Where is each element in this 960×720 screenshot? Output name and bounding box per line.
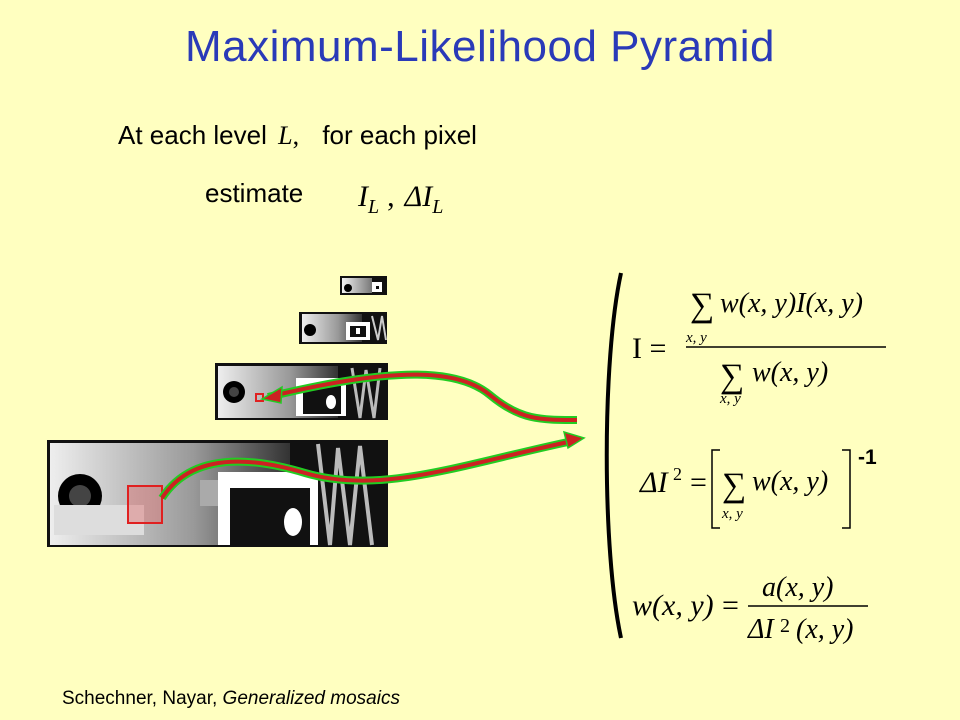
level-variable: L: [278, 121, 293, 150]
arrow-to-level-1: [259, 370, 578, 424]
equation-weight: w(x, y) = a(x, y) ΔI 2 (x, y): [632, 572, 868, 645]
level-suffix: for each pixel: [322, 120, 477, 150]
eq2-sum: ∑: [722, 467, 746, 504]
level-comma: ,: [292, 121, 300, 150]
var-uncertainty: ΔI: [404, 180, 433, 213]
eq3-numerator: a(x, y): [762, 572, 834, 603]
eq1-sum-top: ∑: [690, 287, 714, 324]
eq3-denominator-exp: 2: [780, 615, 790, 637]
eq2-lhs-exp: 2: [673, 464, 682, 484]
eq2-exponent: -1: [858, 446, 877, 469]
level-prefix: At each level: [118, 120, 267, 150]
level-statement: At each level L, for each pixel: [118, 120, 477, 151]
eq3-equals: =: [722, 589, 739, 622]
eq1-numerator: w(x, y)I(x, y): [720, 288, 863, 319]
eq2-left-bracket: [711, 449, 720, 529]
var-separator: ,: [387, 180, 395, 213]
eq1-denominator: w(x, y): [752, 357, 828, 388]
eq1-sum-bottom: ∑: [720, 358, 744, 395]
citation: Schechner, Nayar, Generalized mosaics: [62, 688, 400, 710]
slide-title: Maximum-Likelihood Pyramid: [184, 22, 776, 71]
eq3-denominator-base: ΔI: [747, 614, 775, 645]
level-0-region-highlight: [127, 485, 163, 524]
equation-variance: ΔI 2 = ∑ x, y w(x, y): [639, 449, 851, 529]
eq3-denominator-args: (x, y): [796, 614, 854, 645]
eq1-lhs: I =: [632, 332, 666, 365]
eq2-sum-index: x, y: [721, 506, 743, 522]
pyramid-level-1-image: [215, 363, 388, 420]
eq2-equals: =: [690, 466, 707, 499]
arrow-from-level-0: [158, 430, 586, 501]
citation-authors: Schechner, Nayar,: [62, 688, 218, 709]
eq1-sum-index-bottom: x, y: [719, 391, 741, 407]
level-1-pixel-highlight: [255, 393, 264, 402]
eq2-right-bracket: [842, 449, 851, 529]
equation-intensity: I = ∑ x, y w(x, y)I(x, y) ∑ x, y w(x, y): [632, 287, 886, 407]
estimate-label: estimate: [205, 178, 304, 208]
var-uncertainty-sub: L: [432, 196, 444, 218]
citation-work: Generalized mosaics: [222, 688, 400, 709]
eq1-sum-index-top: x, y: [685, 330, 707, 346]
eq3-lhs: w(x, y): [632, 589, 714, 622]
var-intensity: I: [358, 180, 368, 213]
pyramid-level-2-image: [299, 312, 387, 344]
eq2-term: w(x, y): [752, 466, 828, 497]
pyramid-level-3-image: [340, 276, 387, 295]
pyramid-level-0-image: [47, 440, 388, 547]
equation-group-brace: [604, 272, 623, 639]
eq2-lhs: ΔI: [639, 466, 670, 499]
var-intensity-sub: L: [368, 196, 380, 218]
estimate-variables: IL,ΔIL: [358, 180, 443, 219]
